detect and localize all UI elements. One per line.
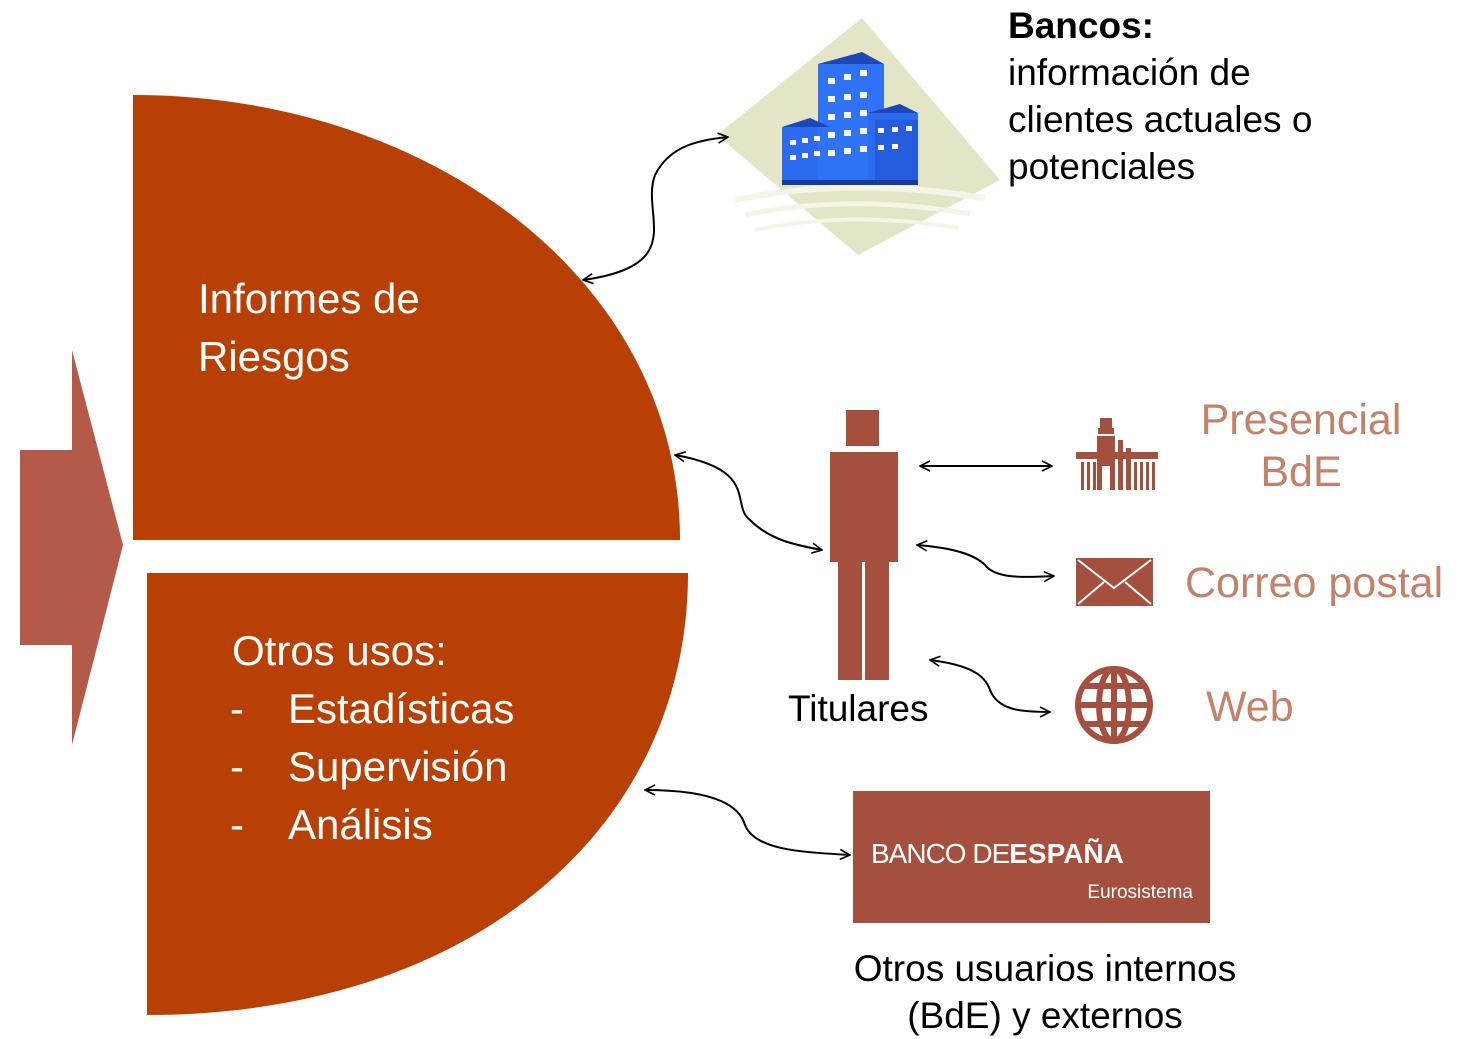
list-item: -Análisis [230,801,433,848]
list-item: -Estadísticas [230,685,515,732]
bde-logo: BANCO DEESPAÑA Eurosistema [853,791,1210,923]
other-uses-shape [147,573,688,1015]
risk-reports-line: Riesgos [198,333,350,380]
banks-description: Bancos: información de clientes actuales… [1008,2,1312,190]
connector-banks [583,137,728,280]
banks-title: Bancos: [1008,5,1154,46]
banks-line: potenciales [1008,146,1196,187]
list-item: -Supervisión [230,743,508,790]
channel-web-label: Web [1206,683,1294,731]
input-arrow [20,350,123,745]
connector-holders [675,455,822,550]
other-uses-block: Otros usos: -Estadísticas -Supervisión -… [230,622,515,854]
office-buildings-icon [717,18,1000,255]
person-icon [830,410,898,680]
connector-postal [917,545,1054,577]
connector-bde [645,790,850,855]
bde-caption: Otros usuarios internos (BdE) y externos [853,948,1237,1036]
risk-reports-line: Informes de [198,275,420,322]
bde-logo-subtitle: Eurosistema [1087,882,1193,903]
holders-label: Titulares [788,688,929,729]
bde-logo-name: BANCO DE [871,838,1010,869]
channel-presencial-label: Presencial BdE [1200,396,1402,496]
other-uses-heading: Otros usos: [232,627,447,674]
banks-line: información de [1008,52,1251,93]
channel-postal-label: Correo postal [1185,559,1444,607]
bde-logo-name-bold: ESPAÑA [1009,838,1124,869]
banks-line: clientes actuales o [1008,99,1313,140]
building-icon [1076,418,1158,490]
risk-reports-shape [133,95,680,540]
envelope-icon [1076,558,1153,606]
risk-reports-label: Informes de Riesgos [198,270,420,386]
connector-web [930,660,1050,712]
globe-icon [1075,666,1153,744]
